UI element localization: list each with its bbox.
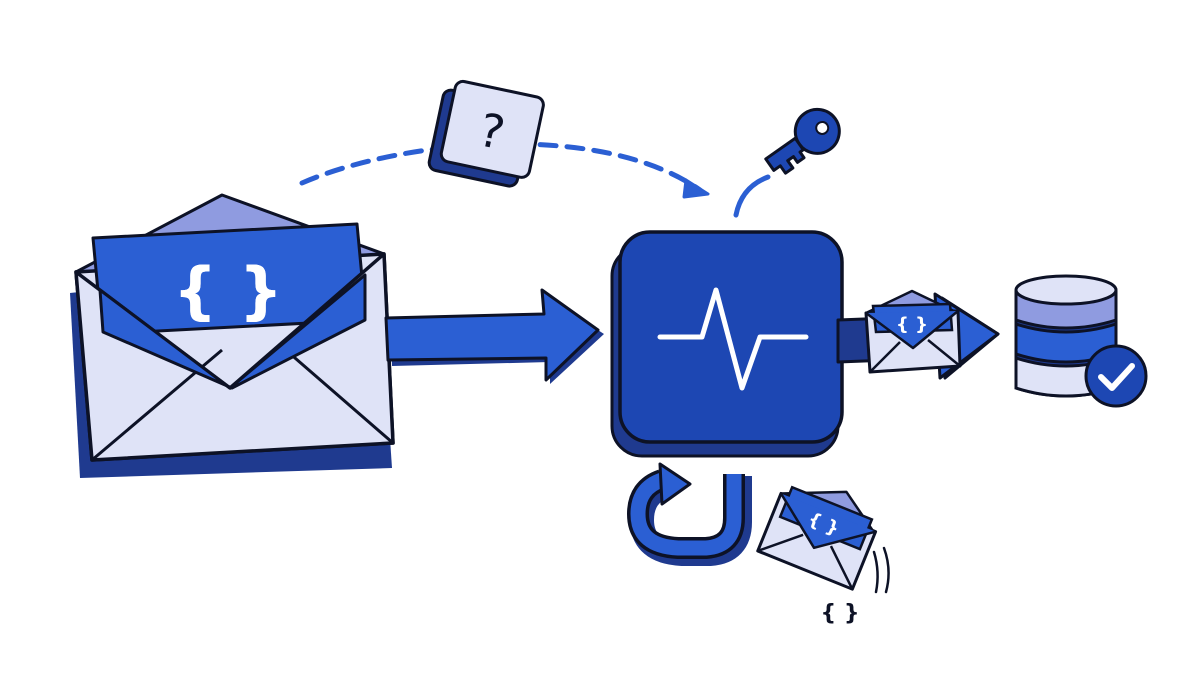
json-braces-icon: { } [173,254,283,327]
main-flow-arrow [384,288,604,384]
unknown-step-box: ? [427,79,545,188]
dropped-envelope: { } [756,485,878,591]
pulse-waveform-icon [657,287,809,391]
json-braces-icon-small: { } [896,314,928,335]
motion-lines [872,546,890,594]
key-icon [733,107,841,218]
fallout-braces-icon: { } [821,601,860,626]
processor-box [610,230,844,458]
json-braces-icon-front: { } [173,254,283,327]
checkmark-badge-icon [1084,344,1148,408]
forwarded-envelope: { } [864,289,962,374]
inbound-envelope: { } { } [70,193,395,478]
retry-arrow-icon [626,462,752,566]
